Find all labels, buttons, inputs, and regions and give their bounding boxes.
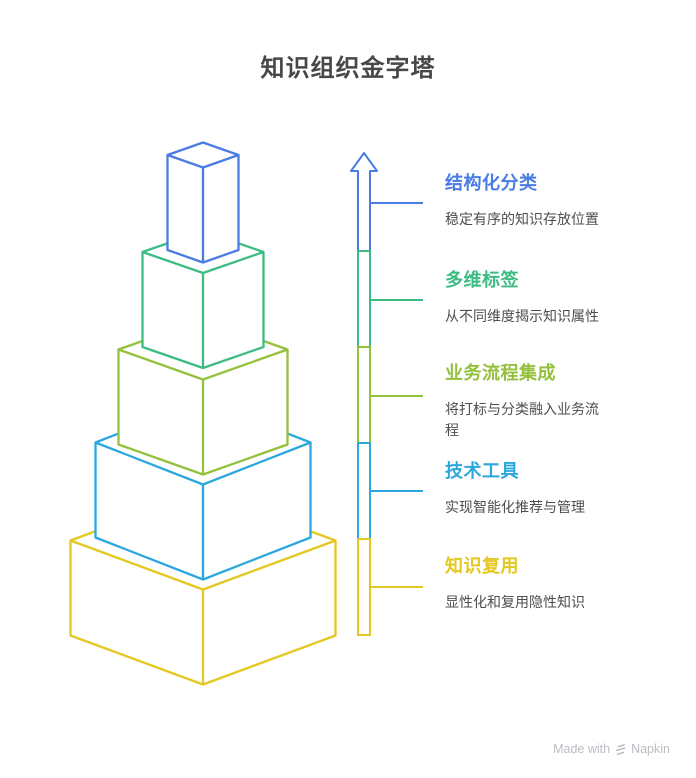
level-block-2: 多维标签 从不同维度揭示知识属性 xyxy=(445,269,650,327)
arrow-segment-4 xyxy=(357,442,371,540)
axis-arrow xyxy=(350,152,423,636)
arrow-segment-3 xyxy=(357,346,371,444)
level-description: 将打标与分类融入业务流程 xyxy=(445,400,599,439)
level-block-5: 知识复用 显性化和复用隐性知识 xyxy=(445,555,650,613)
arrow-segment-2 xyxy=(357,250,371,348)
level-title: 结构化分类 xyxy=(445,173,538,193)
level-title: 知识复用 xyxy=(445,556,519,576)
level-title: 业务流程集成 xyxy=(445,363,556,383)
level-block-4: 技术工具 实现智能化推荐与管理 xyxy=(445,460,650,518)
pyramid-level-1 xyxy=(166,141,240,264)
level-block-3: 业务流程集成 将打标与分类融入业务流程 xyxy=(445,362,650,442)
brand-text: Napkin xyxy=(631,742,670,756)
level-edges xyxy=(94,399,312,581)
level-description: 从不同维度揭示知识属性 xyxy=(445,307,599,324)
level-description: 显性化和复用隐性知识 xyxy=(445,593,585,610)
level-title: 多维标签 xyxy=(445,270,519,290)
level-edges xyxy=(166,141,240,264)
level-edges xyxy=(69,490,337,686)
pyramid xyxy=(69,141,337,686)
arrow-segment-5 xyxy=(357,538,371,636)
napkin-attribution: Made with Napkin xyxy=(553,742,670,756)
pyramid-level-3 xyxy=(117,318,289,476)
page-title: 知识组织金字塔 xyxy=(260,55,436,82)
made-with-text: Made with xyxy=(553,742,611,756)
level-description: 稳定有序的知识存放位置 xyxy=(445,210,599,227)
level-block-1: 结构化分类 稳定有序的知识存放位置 xyxy=(445,172,650,230)
level-title: 技术工具 xyxy=(445,461,519,481)
arrow-head xyxy=(350,152,378,251)
level-edges xyxy=(117,318,289,476)
pyramid-level-2 xyxy=(141,229,265,370)
level-description: 实现智能化推荐与管理 xyxy=(445,498,585,515)
level-edges xyxy=(141,229,265,370)
napkin-stack-icon xyxy=(615,743,626,755)
